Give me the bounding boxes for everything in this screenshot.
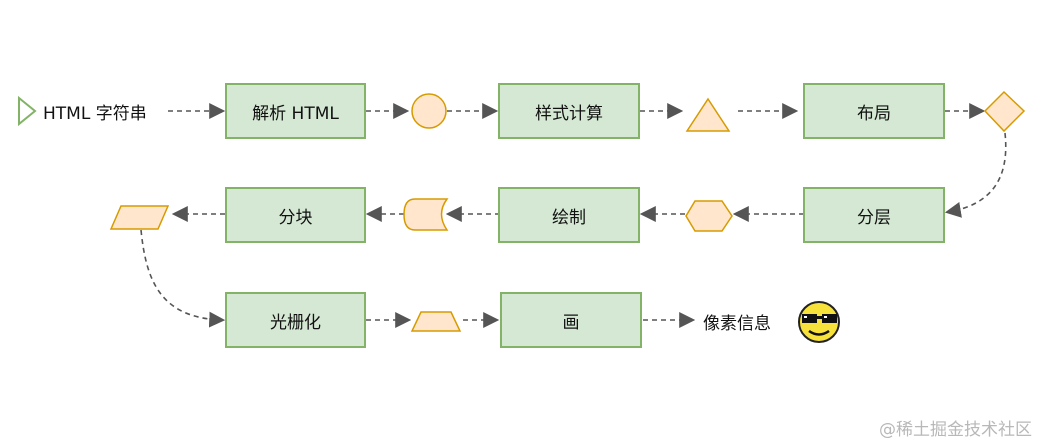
circle-shape [411, 93, 447, 129]
start-label: HTML 字符串 [43, 103, 147, 124]
step-paint: 绘制 [498, 187, 640, 243]
triangle-shape [685, 97, 731, 132]
cylinder-shape [403, 198, 449, 231]
triangle-right-icon [18, 95, 37, 127]
step-draw: 画 [500, 292, 642, 348]
end-label: 像素信息 [703, 313, 771, 334]
hexagon-shape [685, 200, 733, 232]
step-layout: 布局 [803, 83, 945, 139]
sunglasses-smiley-icon [798, 301, 840, 343]
step-raster: 光栅化 [225, 292, 366, 348]
arrow-parallelogram-to-raster [140, 229, 226, 328]
step-style-calc: 样式计算 [498, 83, 640, 139]
connectors [140, 103, 1007, 328]
step-parse-html: 解析 HTML [225, 83, 366, 139]
step-tiling: 分块 [225, 187, 366, 243]
watermark: @稀土掘金技术社区 [879, 420, 1032, 440]
trapezoid-shape [410, 311, 462, 332]
arrow-diamond-to-layer [944, 132, 1007, 218]
parallelogram-shape [109, 205, 170, 230]
diamond-shape [983, 90, 1026, 133]
step-layer: 分层 [803, 187, 945, 243]
